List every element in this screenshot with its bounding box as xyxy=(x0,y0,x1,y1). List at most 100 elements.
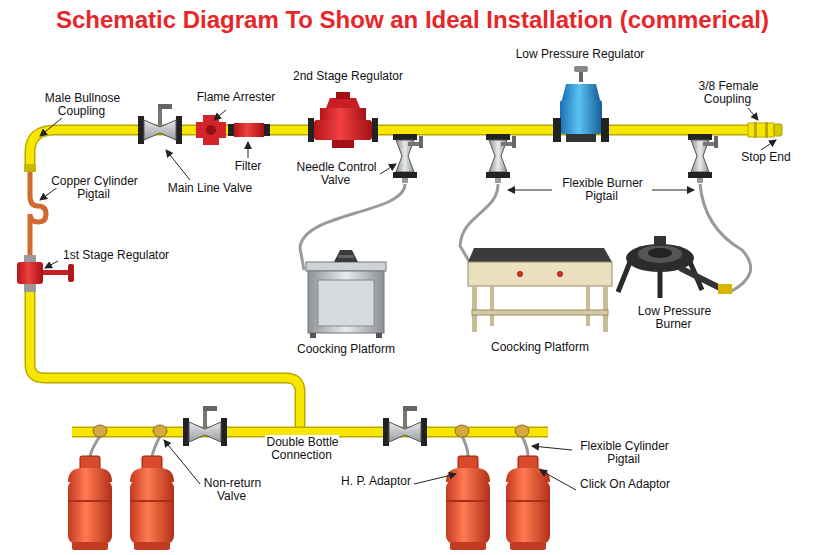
low-pressure-burner xyxy=(654,236,666,246)
part-label-text: Stop End xyxy=(740,150,791,164)
part-label: Flexible Burner Pigtail xyxy=(555,177,650,203)
low-pressure-regulator xyxy=(579,72,583,82)
supply-pipe xyxy=(30,130,778,432)
copper-pigtail xyxy=(24,164,46,258)
cooking-platform-stove xyxy=(306,262,386,271)
low-pressure-regulator xyxy=(553,66,609,142)
part-label-text: H. P. Adaptor xyxy=(340,474,412,488)
part-label-text: Copper Cylinder Pigtail xyxy=(50,174,138,201)
part-label: Coocking Platform xyxy=(490,341,590,354)
leader-lines xyxy=(45,261,58,268)
tee-valves xyxy=(486,134,516,183)
leader-lines xyxy=(748,108,758,120)
cooking-platform-stove xyxy=(334,250,358,262)
part-label-text: Flame Arrester xyxy=(196,90,277,104)
part-label: 1st Stage Regulator xyxy=(62,249,170,262)
low-pressure-regulator xyxy=(574,66,588,72)
flame-arrester xyxy=(264,124,270,136)
cylinder-pigtails xyxy=(93,425,107,437)
burner-hoses xyxy=(300,184,405,270)
main-line-valve xyxy=(138,104,182,144)
part-label-text: 3/8 Female Coupling xyxy=(697,79,758,106)
low-pressure-regulator xyxy=(553,118,561,142)
cooking-platform-griddle xyxy=(490,286,494,326)
cylinder-pigtails xyxy=(522,436,528,456)
cooking-platform-stove xyxy=(310,333,316,338)
bottom-valves xyxy=(183,406,227,446)
female-coupling xyxy=(754,122,757,138)
tee-valves xyxy=(688,134,718,183)
first-stage-regulator xyxy=(43,270,69,275)
cylinder-pigtails xyxy=(462,436,468,456)
cooking-platform-stove xyxy=(338,255,354,258)
cylinder-pigtails xyxy=(515,425,529,437)
cooking-platform-griddle xyxy=(468,248,612,262)
leader-lines xyxy=(508,190,552,191)
part-label: Non-return Valve xyxy=(199,477,265,503)
part-label: Copper Cylinder Pigtail xyxy=(47,175,142,201)
cooking-platform-griddle xyxy=(472,310,608,315)
part-label: H. P. Adaptor xyxy=(340,475,412,488)
cylinder-pigtails xyxy=(90,436,100,456)
leader-lines xyxy=(652,190,694,191)
part-label: 2nd Stage Regulator xyxy=(292,70,404,83)
low-pressure-regulator xyxy=(560,100,602,134)
leader-lines xyxy=(40,108,776,490)
part-label-text: Needle Control Valve xyxy=(295,160,376,187)
copper-pigtail xyxy=(30,168,46,258)
first-stage-regulator xyxy=(24,284,36,292)
second-stage-regulator xyxy=(372,118,378,142)
female-coupling xyxy=(774,124,782,136)
cooking-platform-griddle xyxy=(468,262,612,286)
first-stage-regulator xyxy=(17,262,43,284)
second-stage-regulator xyxy=(332,140,354,148)
copper-pigtail xyxy=(24,164,36,172)
low-pressure-burner xyxy=(680,268,724,290)
second-stage-regulator xyxy=(326,98,360,108)
leader-lines xyxy=(540,470,576,490)
part-label-text: Main Line Valve xyxy=(167,181,254,195)
part-label: Male Bullnose Coupling xyxy=(40,92,125,118)
second-stage-regulator xyxy=(308,118,314,142)
leader-lines xyxy=(532,446,572,450)
flame-arrester xyxy=(228,124,234,136)
diagram-title: Schematic Diagram To Show an Ideal Insta… xyxy=(0,6,825,34)
part-label-text: Coocking Platform xyxy=(296,342,396,356)
cylinder-pigtails xyxy=(455,425,469,437)
part-label: Flexible Cylinder Pigtail xyxy=(572,440,676,466)
supply-pipe xyxy=(30,290,300,430)
cooking-platform-stove xyxy=(318,280,374,326)
low-pressure-burner xyxy=(718,284,732,294)
first-stage-regulator xyxy=(24,255,36,263)
part-label: Stop End xyxy=(740,151,791,164)
leader-lines xyxy=(166,150,190,180)
second-stage-regulator xyxy=(320,108,366,120)
second-stage-regulator xyxy=(308,92,378,148)
gas-cylinders xyxy=(506,456,550,550)
cooking-platform-griddle xyxy=(517,271,523,277)
part-label: Main Line Valve xyxy=(167,182,254,195)
part-label-text: Flexible Cylinder Pigtail xyxy=(579,439,669,466)
flame-arrester xyxy=(206,125,216,135)
leader-lines xyxy=(40,118,62,136)
low-pressure-regulator xyxy=(566,134,596,142)
supply-pipe xyxy=(30,290,300,430)
tee-valves xyxy=(393,134,423,183)
gas-cylinders xyxy=(130,456,174,550)
low-pressure-burner xyxy=(618,236,732,298)
part-label-text: Low Pressure Burner xyxy=(637,304,711,331)
low-pressure-burner xyxy=(648,248,672,258)
low-pressure-regulator xyxy=(601,118,609,142)
part-label: Low Pressure Regulator xyxy=(515,48,646,61)
burner-hoses xyxy=(700,184,751,292)
part-label-text: Non-return Valve xyxy=(203,476,261,503)
second-stage-regulator xyxy=(336,92,350,99)
part-label-text: 2nd Stage Regulator xyxy=(292,69,404,83)
leader-lines xyxy=(248,142,249,158)
cooking-platform-griddle xyxy=(603,286,608,332)
part-label: Needle Control Valve xyxy=(291,161,381,187)
female-coupling xyxy=(748,123,774,137)
cooking-platform-stove xyxy=(306,250,386,338)
cylinder-pigtails xyxy=(153,425,167,437)
cooking-platform-stove xyxy=(376,333,382,338)
